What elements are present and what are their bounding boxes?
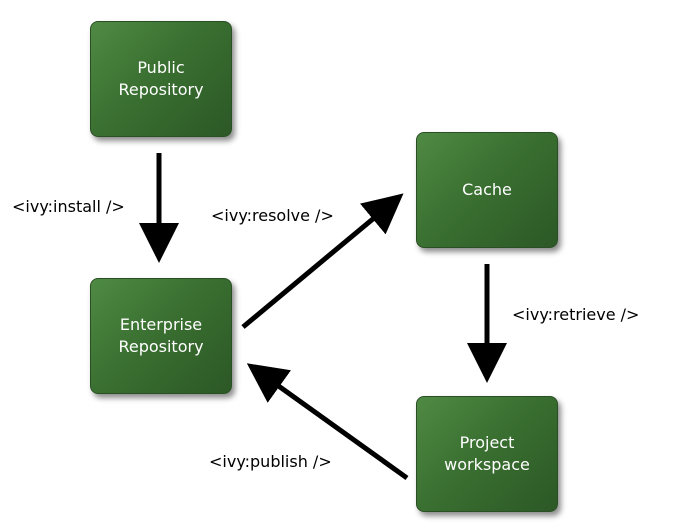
edge-label-install: <ivy:install />: [12, 197, 125, 216]
edge-label-retrieve: <ivy:retrieve />: [512, 305, 640, 324]
cache-node: Cache: [416, 132, 558, 248]
public-repository-node: Public Repository: [90, 21, 232, 137]
public-repository-label-line2: Repository: [118, 80, 204, 99]
cache-label: Cache: [462, 180, 512, 199]
public-repository-label-line1: Public: [137, 58, 185, 77]
enterprise-repository-node: Enterprise Repository: [90, 278, 232, 394]
edge-label-publish: <ivy:publish />: [209, 452, 332, 471]
arrow-publish: [246, 363, 409, 481]
project-workspace-label-line1: Project: [459, 433, 515, 452]
enterprise-repository-label-line2: Repository: [118, 337, 204, 356]
enterprise-repository-label-line1: Enterprise: [119, 315, 203, 334]
project-workspace-label-line2: workspace: [444, 455, 530, 474]
edge-label-resolve: <ivy:resolve />: [211, 206, 334, 225]
project-workspace-node: Project workspace: [416, 396, 558, 512]
arrow-resolve: [241, 193, 404, 329]
